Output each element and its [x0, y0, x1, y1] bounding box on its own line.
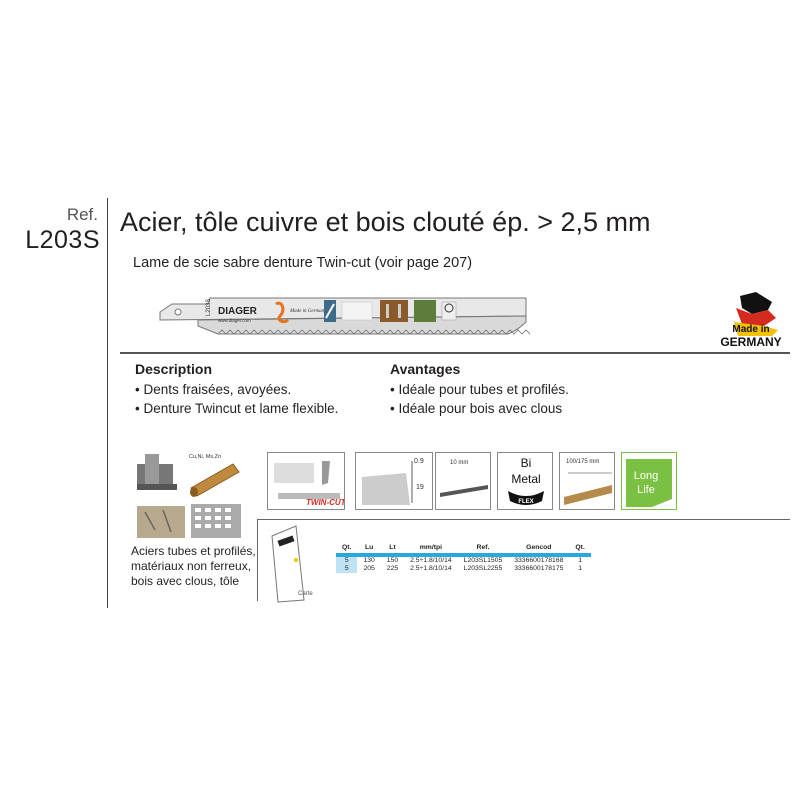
materials-line: Aciers tubes et profilés, [131, 544, 256, 558]
steel-profile-icon [137, 454, 177, 490]
table-cell: 2.5÷1.8/10/14 [404, 553, 458, 565]
table-header-row: Qt. Lu Lt mm/tpi Ref. Gencod Qt. [336, 544, 591, 556]
bimetal-flex-icon: Bi Metal FLEX [497, 452, 553, 510]
thickness-value: 0.9 [414, 458, 424, 465]
table-cell: 5 [336, 565, 358, 573]
column-header: Lu [357, 544, 381, 556]
perforated-sheet-icon [191, 504, 241, 538]
description-item: Dents fraisées, avoyées. [135, 380, 338, 399]
germany-line2: GERMANY [720, 335, 781, 349]
blade-website: www.diager.com [218, 318, 251, 323]
column-header: Gencod [508, 544, 570, 556]
table-cell: L203SL1505 [457, 553, 509, 565]
product-title: Acier, tôle cuivre et bois clouté ép. > … [120, 207, 651, 237]
blade-ref-print: L203S [206, 299, 212, 316]
table-cell: 3336600178175 [514, 565, 564, 572]
flex-width-value: 10 mm [450, 460, 468, 466]
table-cell: 3336600178168 [508, 553, 570, 565]
table-cell: 1 [578, 565, 582, 572]
copper-tube-icon: Cu,Ni, Ms,Zn [189, 454, 240, 497]
bimetal-line2: Metal [511, 472, 540, 486]
longlife-line1: Long [634, 470, 658, 482]
length-range-value: 100/175 mm [566, 459, 599, 465]
height-value: 19 [416, 484, 424, 491]
description-title: Description [135, 361, 213, 377]
longlife-line2: Life [637, 484, 655, 496]
table-cell: 1 [569, 553, 591, 565]
material-icons: Cu,Ni, Ms,Zn [137, 454, 241, 538]
feature-icons: TWIN-CUT 0.9 19 10 mm Bi Metal FLEX 100/… [267, 452, 687, 510]
bimetal-line3: FLEX [518, 499, 533, 505]
metals-label: Cu,Ni, Ms,Zn [189, 454, 221, 460]
germany-line1: Made in [732, 324, 769, 335]
section-divider [120, 352, 790, 354]
advantages-list: Idéale pour tubes et profilés. Idéale po… [390, 380, 569, 418]
materials-text: Aciers tubes et profilés, matériaux non … [131, 544, 256, 589]
column-header: mm/tpi [404, 544, 458, 556]
twincut-icon: TWIN-CUT [267, 452, 345, 510]
ref-code: L203S [25, 226, 100, 254]
column-header: Qt. [569, 544, 591, 556]
table-left-divider [257, 519, 258, 601]
blade-made-in: Made in Germany [289, 309, 327, 314]
twincut-text: TWIN-CUT [306, 498, 345, 507]
table-row: 5 130 150 2.5÷1.8/10/14 L203SL1505 33366… [336, 553, 591, 565]
advantage-item: Idéale pour tubes et profilés. [390, 380, 568, 399]
card-label: Carte [298, 591, 313, 597]
length-range-icon: 100/175 mm [559, 452, 615, 510]
table-cell: L203SL2255 [463, 565, 503, 572]
long-life-icon: Long Life [621, 452, 677, 510]
advantage-item: Idéale pour bois avec clous [390, 399, 569, 418]
materials-line: matériaux non ferreux, [131, 559, 252, 573]
table-cell: 130 [357, 553, 381, 565]
spec-table: Qt. Lu Lt mm/tpi Ref. Gencod Qt. 5 130 1… [336, 544, 591, 573]
column-header: Qt. [336, 544, 358, 556]
made-in-germany-badge: Made in GERMANY [720, 292, 782, 349]
table-cell: 150 [380, 553, 405, 565]
column-header: Lt [380, 544, 405, 556]
description-item: Denture Twincut et lame flexible. [135, 399, 338, 418]
flex-width-icon: 10 mm [435, 452, 491, 510]
bimetal-line1: Bi [521, 456, 532, 470]
column-header: Ref. [457, 544, 509, 556]
product-subtitle: Lame de scie sabre denture Twin-cut (voi… [133, 255, 473, 271]
table-cell: 5 [336, 553, 358, 565]
table-divider [257, 519, 790, 520]
table-cell: 225 [386, 565, 399, 572]
ref-label: Ref. [66, 205, 98, 224]
materials-line: bois avec clous, tôle [131, 574, 240, 588]
advantages-title: Avantages [390, 361, 461, 377]
nailed-wood-icon [137, 506, 185, 538]
table-cell: 2.5÷1.8/10/14 [410, 565, 452, 572]
table-cell: 205 [363, 565, 375, 572]
vertical-divider [107, 198, 108, 608]
packaging-card-image [271, 525, 305, 603]
blade-brand: DIAGER [218, 306, 258, 317]
description-list: Dents fraisées, avoyées. Denture Twincut… [135, 380, 338, 418]
tooth-dimension-icon: 0.9 19 [355, 452, 433, 510]
table-row: 5 205 225 2.5÷1.8/10/14 L203SL2255 33366… [336, 565, 591, 573]
saw-blade-image: L203S DIAGER www.diager.com Made in Germ… [159, 297, 530, 335]
